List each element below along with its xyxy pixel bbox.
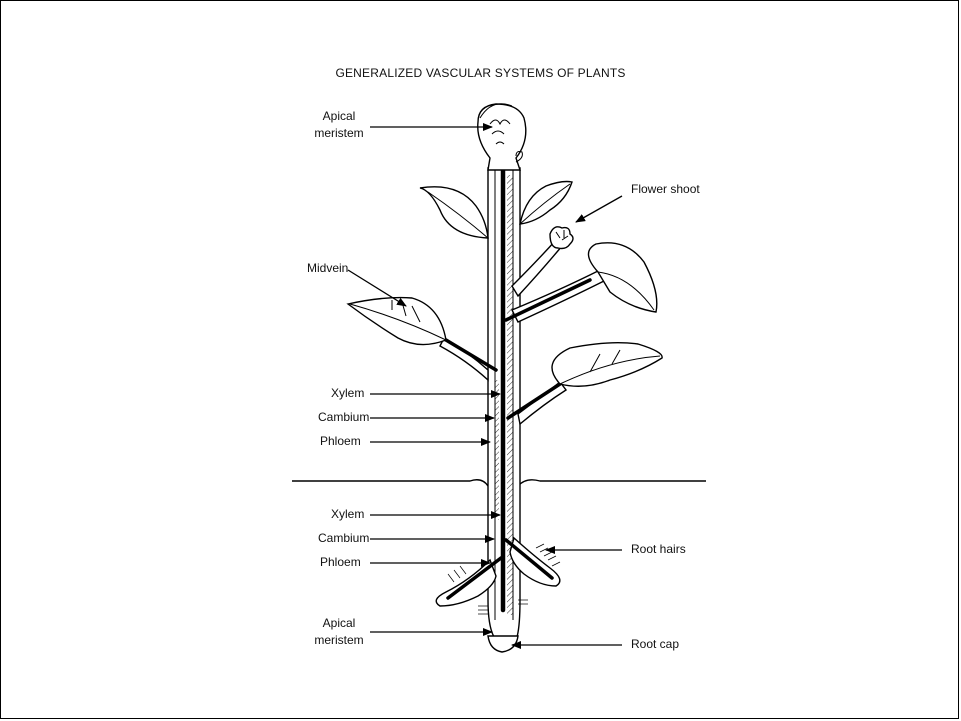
label-xylem-stem: Xylem (331, 386, 364, 400)
label-apical-meristem-top-2: meristem (314, 126, 363, 140)
label-flower-shoot: Flower shoot (631, 182, 700, 196)
label-apical-meristem-root-2: meristem (314, 633, 363, 647)
label-phloem-root: Phloem (320, 555, 361, 569)
label-cambium-root: Cambium (318, 531, 369, 545)
arrow-flower-shoot (576, 196, 622, 222)
label-apical-meristem-top-1: Apical (323, 109, 356, 123)
leaf-left (348, 298, 446, 345)
label-xylem-root: Xylem (331, 507, 364, 521)
label-phloem-stem: Phloem (320, 434, 361, 448)
root-hairs-left (448, 566, 466, 582)
label-cambium-stem: Cambium (318, 410, 369, 424)
root-cap (488, 636, 518, 652)
label-apical-meristem-root-1: Apical (323, 616, 356, 630)
branch-lower-right (518, 382, 566, 424)
label-root-hairs: Root hairs (631, 542, 686, 556)
label-midvein: Midvein (307, 261, 348, 275)
label-root-cap: Root cap (631, 637, 679, 651)
leaf-upper-left (420, 187, 488, 238)
stem-hatch-left (495, 380, 499, 520)
flower-head (550, 227, 573, 249)
